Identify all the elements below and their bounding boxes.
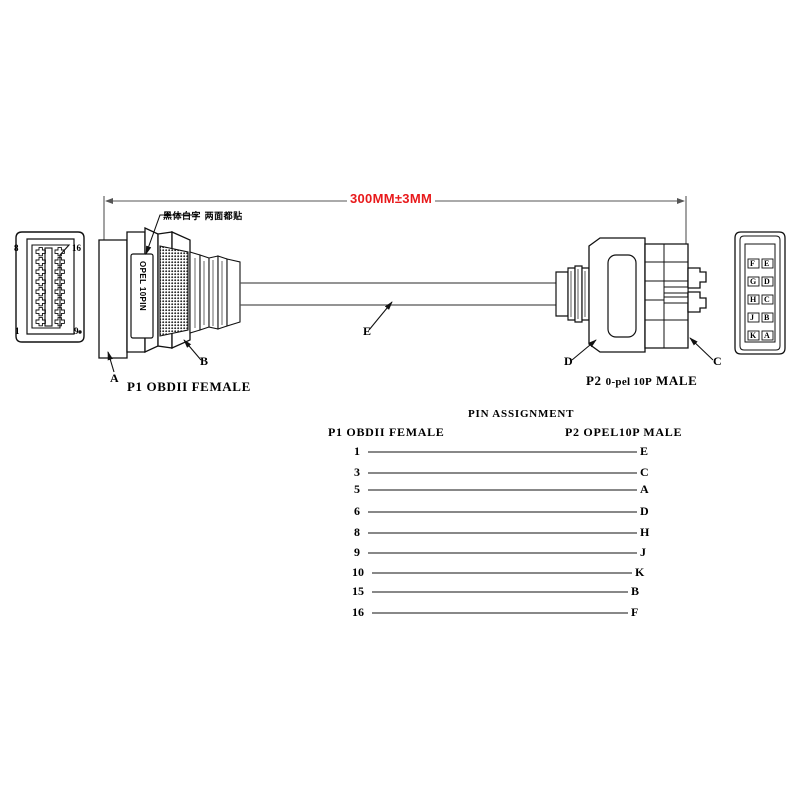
pin-assignment-left-header: P1 OBDII FEMALE <box>328 425 445 439</box>
p1-pin-8-label: 8 <box>14 243 19 253</box>
p2-pin-d-label: D <box>764 277 770 286</box>
leader-ref-d <box>571 339 597 361</box>
leader-sticker-note <box>145 214 196 255</box>
p1-sticker-body-label: OPEL 10PIN <box>138 261 147 312</box>
p2-caption-mid: 0-pel 10P <box>605 376 653 388</box>
leader-ref-a <box>107 351 115 373</box>
p2-housing-window <box>607 254 637 338</box>
p2-keying-rib-lower <box>687 291 707 313</box>
p2-boot-base <box>555 271 569 317</box>
p1-strain-relief-grooves <box>194 258 223 328</box>
p2-connector-side-view <box>588 237 707 353</box>
pin-row-right-1: C <box>640 465 649 479</box>
pin-row-right-3: D <box>640 504 649 518</box>
p1-pin-9-label: 9 <box>74 326 79 336</box>
p1-strain-relief-ribs <box>189 251 241 334</box>
p2-boot-ribs <box>567 265 590 323</box>
p2-latch-block <box>644 243 689 349</box>
p1-caption: P1 OBDII FEMALE <box>127 379 251 394</box>
p2-pin-b-label: B <box>764 313 770 322</box>
p2-boot-grooves <box>570 269 586 319</box>
p2-pin-f-label: F <box>750 259 755 268</box>
p2-strain-relief <box>555 265 590 323</box>
p1-mesh-grip-panel <box>159 245 189 337</box>
p2-pin-e-label: E <box>764 259 770 268</box>
pin-row-left-8: 16 <box>352 605 364 619</box>
pin-assignment-right-header: P2 OPEL10P MALE <box>565 425 683 439</box>
pin-row-left-4: 8 <box>354 525 360 539</box>
p1-sticker-label <box>130 253 154 339</box>
p1-connector-side-view <box>98 226 241 359</box>
p1-pin-1-label: 1 <box>15 326 20 336</box>
p2-pin-j-label: J <box>750 313 754 322</box>
pin-row-left-0: 1 <box>354 444 360 458</box>
pin-row-left-3: 6 <box>354 504 360 518</box>
p1-pin-16-label: 16 <box>72 243 81 253</box>
pin-row-left-5: 9 <box>354 545 360 559</box>
leader-lines <box>107 214 714 373</box>
pin-row-right-5: J <box>640 545 646 559</box>
pin-row-left-2: 5 <box>354 482 360 496</box>
pin-row-right-4: H <box>640 525 650 539</box>
pin-row-right-0: E <box>640 444 649 458</box>
pin-row-left-6: 10 <box>352 565 364 579</box>
p2-caption-suffix: MALE <box>656 373 698 388</box>
pin-row-left-1: 3 <box>354 465 360 479</box>
pin-row-right-7: B <box>631 584 640 598</box>
p1-face-polarity-dot <box>78 330 82 334</box>
ref-label-c: C <box>713 354 722 368</box>
pin-row-right-8: F <box>631 605 639 619</box>
leader-ref-e <box>368 301 393 331</box>
pin-row-right-2: A <box>640 482 649 496</box>
pin-assignment-title: PIN ASSIGNMENT <box>468 408 575 420</box>
p1-rear-flange <box>98 239 128 359</box>
p1-face-pin-column-right <box>54 247 65 327</box>
p2-face-view <box>734 231 786 355</box>
p2-keying-rib-upper <box>687 267 707 289</box>
ref-label-e: E <box>363 324 372 338</box>
p1-face-view <box>15 231 85 343</box>
p2-caption: P2 0-pel 10P MALE <box>586 372 697 390</box>
sticker-note-text: 黑体白字 两面都贴 <box>163 212 243 222</box>
p2-pin-a-label: A <box>764 331 770 340</box>
p2-pin-h-label: H <box>750 295 757 304</box>
leader-ref-c <box>689 337 714 361</box>
p2-pin-g-label: G <box>750 277 757 286</box>
pin-row-right-6: K <box>635 565 645 579</box>
p1-face-pin-column-left <box>35 247 46 327</box>
p2-pin-k-label: K <box>750 331 757 340</box>
dimension-length-label: 300MM±3MM <box>347 192 436 205</box>
p1-face-center-rib <box>44 247 53 327</box>
leader-ref-b <box>183 339 202 361</box>
ref-label-b: B <box>200 354 209 368</box>
p2-face-pin-cells <box>747 258 774 341</box>
ref-label-d: D <box>564 354 573 368</box>
p2-caption-prefix: P2 <box>586 373 602 388</box>
pin-assignment-wires <box>368 451 637 614</box>
ref-label-a: A <box>110 371 119 385</box>
pin-row-left-7: 15 <box>352 584 364 598</box>
p2-pin-c-label: C <box>764 295 770 304</box>
cable-group <box>240 282 556 306</box>
